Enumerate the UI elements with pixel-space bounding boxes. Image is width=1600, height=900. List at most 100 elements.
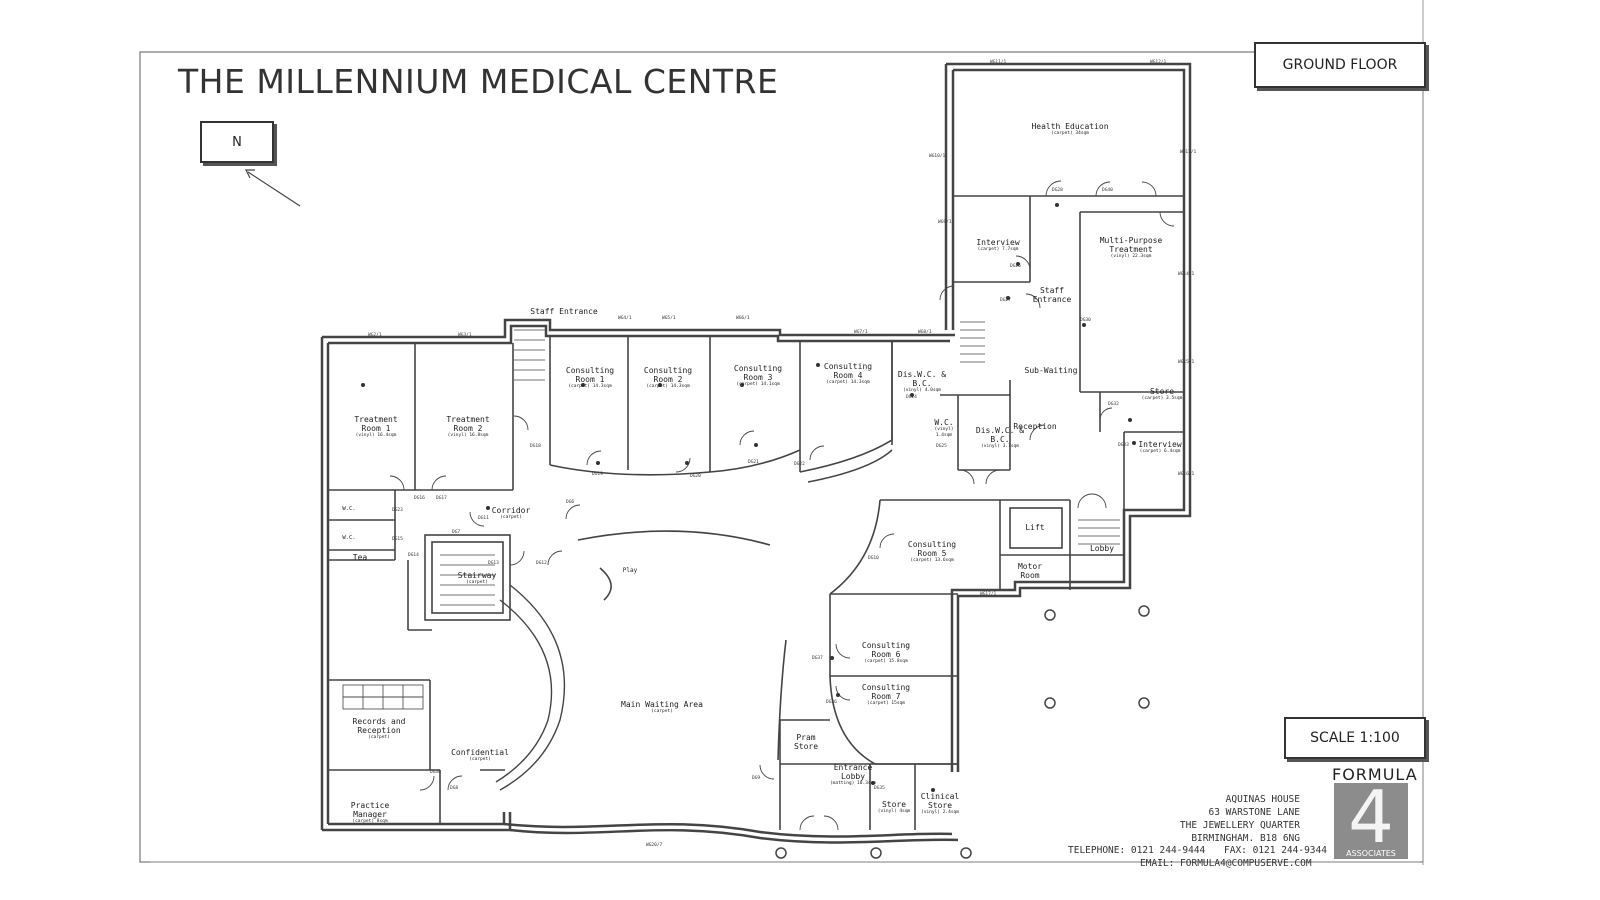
room-consulting-5: Consulting Room 5(carpet) 13.6sqm [907,540,957,563]
ramp-curve-inner [495,599,553,783]
window-label: WG10/1 [929,154,946,159]
play-wall [599,567,612,601]
room-corridor: Corridor(carpet) [491,506,531,520]
room-wc-2: W.C. [342,535,356,541]
floor-label: GROUND FLOOR [1282,57,1398,73]
room-staff-entrance-right: Staff Entrance [1032,286,1072,304]
door-label: DG33 [1118,443,1129,448]
south-consulting-walls [777,499,1000,830]
door-label: DG7 [452,530,461,535]
door-label: DG35 [874,786,885,791]
window-label: WG14/1 [1178,272,1195,277]
door-label: DG12 [536,561,547,566]
door-label: DG15 [392,537,403,542]
window-label: WG6/1 [736,316,750,321]
address-line-3: THE JEWELLERY QUARTER [1179,820,1300,831]
firm-fax: FAX: 0121 244-9344 [1224,845,1327,856]
firm-telephone: TELEPHONE: 0121 244-9444 [1068,845,1206,856]
room-store-bottom: Store(vinyl) 4sqm [877,800,911,814]
records-shelves [342,684,424,710]
door-label: DG19 [592,472,603,477]
room-dis-wc-1: Dis.W.C. & B.C.(vinyl) 4.0sqm [897,370,947,393]
room-confidential: Confidential(carpet) [451,748,509,762]
north-label: N [232,134,242,150]
door-label: DG28 [1052,188,1063,193]
door-label: DG22 [794,462,805,467]
room-records: Records and Reception(carpet) [352,717,406,740]
window-label: WG5/1 [662,316,676,321]
door-label: DG25 [936,444,947,449]
service-points [361,203,1136,792]
door-label: DG26 [1010,264,1021,269]
firm-address: AQUINAS HOUSE 63 WARSTONE LANE THE JEWEL… [1180,793,1300,845]
window-label: WG8/1 [918,330,932,335]
room-treatment-2: Treatment Room 2(vinyl) 16.8sqm [446,415,490,438]
door-label: DG20 [690,474,701,479]
room-tea: Tea [352,553,368,562]
door-label: DG8 [450,786,459,791]
drawing-title: THE MILLENNIUM MEDICAL CENTRE [178,62,779,101]
columns [775,605,1150,859]
room-stairway: Stairway(carpet) [457,571,497,585]
room-practice-manager: Practice Manager(carpet) 8sqm [350,801,390,824]
window-label: WG16/1 [1178,472,1195,477]
door-label: DG11 [478,516,489,521]
right-wing-internal-walls [940,195,1184,590]
window-label: WG3/1 [458,333,472,338]
door-label: DG17 [436,496,447,501]
window-label: WG12/1 [1150,60,1167,65]
firm-logo-number: 4 [1348,775,1394,859]
door-label: DG38 [430,770,441,775]
main-building-internal-walls [328,336,893,824]
firm-logo: 4 ASSOCIATES [1334,777,1408,859]
north-box: N [200,121,274,163]
door-label: DG36 [826,700,837,705]
room-main-waiting: Main Waiting Area(carpet) [621,700,703,714]
address-line-1: AQUINAS HOUSE [1225,794,1300,805]
room-multi-purpose: Multi-Purpose Treatment(vinyl) 22.3sqm [1099,236,1163,259]
room-interview-right: Interview(carpet) 6.4sqm [1138,440,1182,454]
room-wc-1: W.C. [342,506,356,512]
room-consulting-6: Consulting Room 6(carpet) 15.8sqm [861,641,911,664]
door-label: DG10 [868,556,879,561]
door-label: DG23 [392,508,403,513]
firm-name: FORMULA [1332,765,1418,784]
door-label: DG37 [812,656,823,661]
room-clinical-store: Clinical Store(vinyl) 2.4sqm [920,792,960,815]
room-lobby: Lobby [1089,544,1115,553]
floor-label-box: GROUND FLOOR [1254,42,1426,88]
room-staff-entrance-top: Staff Entrance [530,307,598,316]
firm-email: EMAIL: FORMULA4@COMPUSERVE.COM [1140,858,1312,869]
ramp-curve-outer [499,584,566,791]
door-label: DG14 [408,553,419,558]
door-label: DG9 [752,776,761,781]
window-label: WG4/1 [618,316,632,321]
room-consulting-4: Consulting Room 4(carpet) 14.3sqm [823,362,873,385]
room-reception: Reception [1013,422,1057,431]
room-consulting-2: Consulting Room 2(carpet) 14.3sqm [643,366,693,389]
door-label: DG16 [414,496,425,501]
room-motor-room: Motor Room [1017,562,1043,580]
door-label: DG27 [1000,298,1011,303]
room-wc-small: W.C.(vinyl) 1.4sqm [934,418,954,438]
address-line-2: 63 WARSTONE LANE [1208,807,1300,818]
north-arrow-line [247,171,301,207]
room-sub-waiting: Sub-Waiting [1024,366,1078,375]
room-play: Play [622,567,638,574]
right-wing-walls [944,62,1192,772]
room-consulting-1: Consulting Room 1(carpet) 14.3sqm [565,366,615,389]
room-lift: Lift [1025,523,1045,532]
room-dis-wc-2: Dis.W.C. & B.C.(vinyl) 3.7sqm [975,426,1025,449]
window-label: WG15/1 [1178,360,1195,365]
room-consulting-7: Consulting Room 7(carpet) 15sqm [861,683,911,706]
room-treatment-1: Treatment Room 1(vinyl) 16.4sqm [354,415,398,438]
door-label: DG24 [906,395,917,400]
window-label: WG20/7 [646,843,663,848]
door-swings [389,180,1175,831]
window-label: WG11/1 [990,60,1007,65]
door-label: DG40 [1102,188,1113,193]
address-line-4: BIRMINGHAM. B18 6NG [1191,833,1300,844]
window-label: WG2/1 [368,333,382,338]
window-label: WG9/1 [938,220,952,225]
